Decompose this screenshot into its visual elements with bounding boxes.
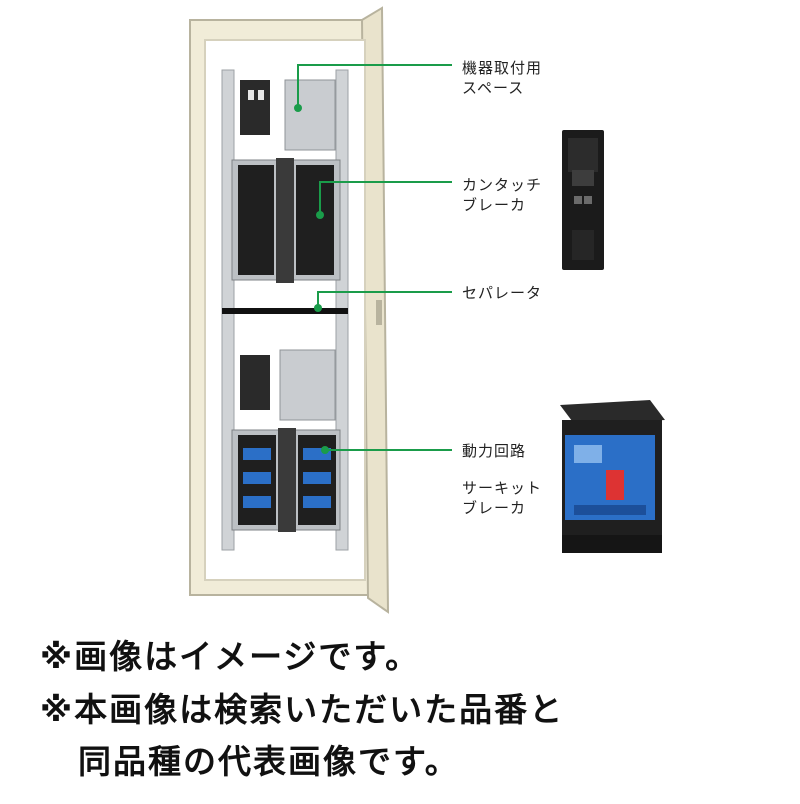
circuit-breaker-unit bbox=[560, 400, 665, 553]
leader-lines bbox=[294, 64, 452, 454]
label-circuit-breaker-line1: サーキット bbox=[462, 479, 543, 497]
separator-bar bbox=[222, 308, 348, 314]
lower-breaker-bank bbox=[231, 428, 341, 532]
label-equipment-space: 機器取付用 スペース bbox=[462, 58, 542, 98]
label-separator: セパレータ bbox=[462, 284, 543, 302]
leader-touch-breaker bbox=[319, 181, 452, 215]
label-touch-breaker-line2: ブレーカ bbox=[462, 196, 527, 214]
label-equipment-space-line2: スペース bbox=[462, 79, 525, 97]
label-touch-breaker-line1: カンタッチ bbox=[462, 176, 543, 194]
note-image-only: ※画像はイメージです。 bbox=[40, 637, 421, 676]
touch-breaker-unit bbox=[562, 130, 604, 270]
label-touch-breaker: カンタッチ ブレーカ bbox=[462, 175, 542, 215]
label-circuit-breaker-line2: ブレーカ bbox=[462, 499, 527, 517]
note-representative-line2: 同品種の代表画像です。 bbox=[78, 742, 460, 781]
leader-separator bbox=[317, 291, 452, 308]
leader-equipment-space bbox=[297, 64, 452, 108]
note-representative-line1: ※本画像は検索いただいた品番と bbox=[40, 690, 565, 729]
upper-backplate bbox=[240, 79, 336, 151]
label-circuit-breaker: サーキット ブレーカ bbox=[462, 478, 542, 518]
lower-backplate bbox=[240, 349, 336, 421]
label-equipment-space-line1: 機器取付用 bbox=[462, 59, 543, 77]
label-power-circuit: 動力回路 bbox=[462, 442, 527, 460]
upper-breaker-bank bbox=[231, 158, 341, 283]
